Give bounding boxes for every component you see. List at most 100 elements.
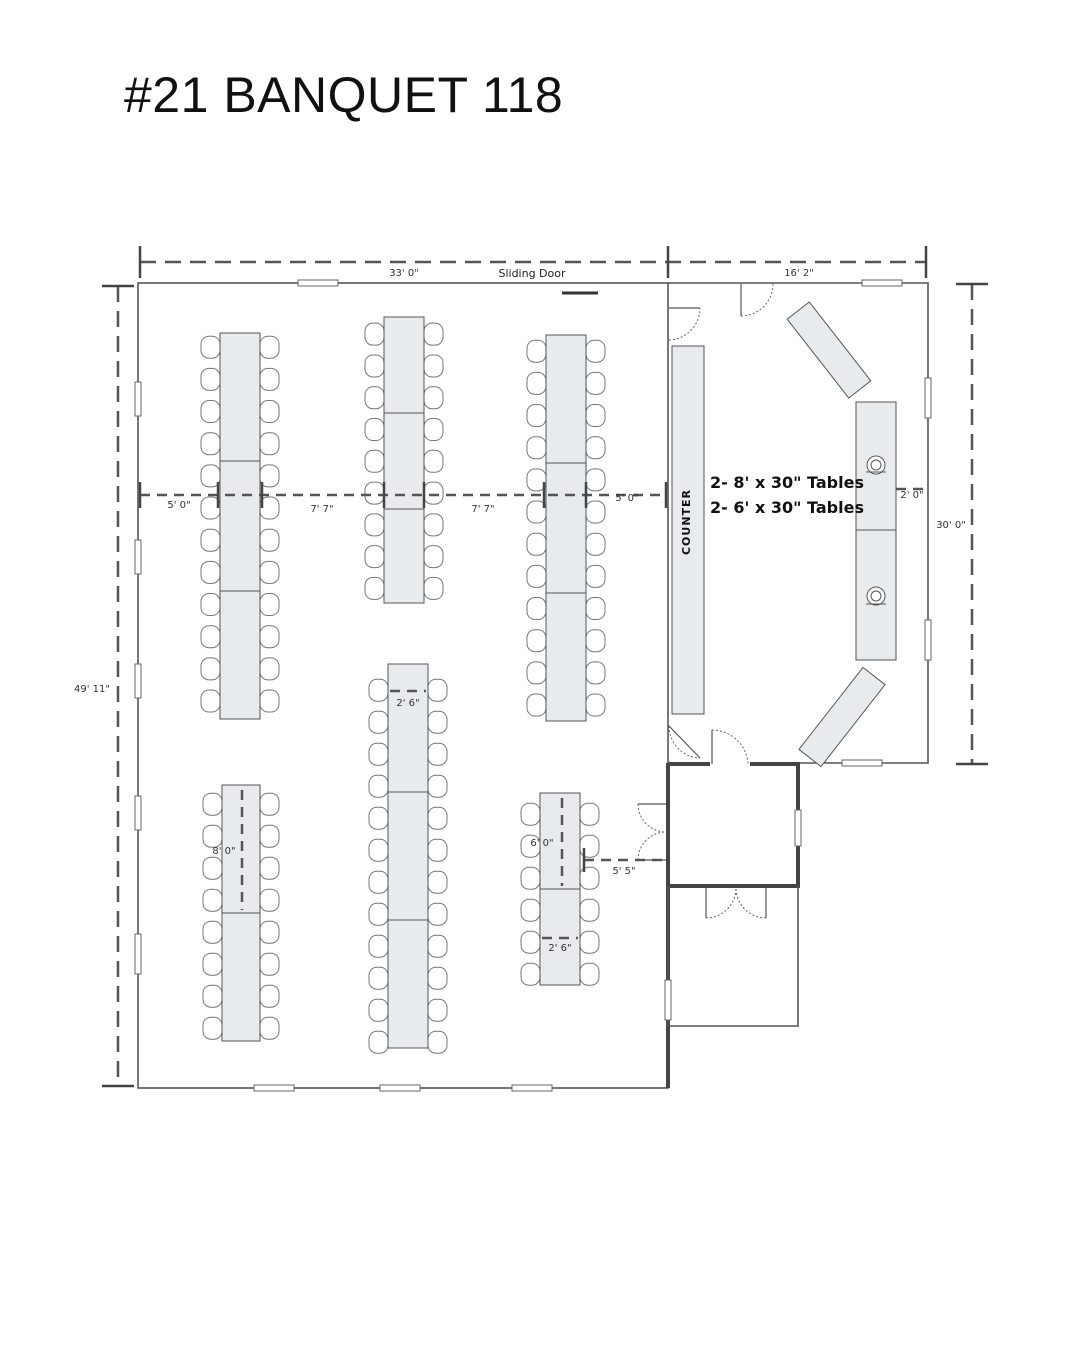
dim-right-small-table-width: 2' 6": [548, 943, 571, 954]
chair-left: [202, 824, 223, 848]
chair-left: [368, 998, 389, 1022]
chair-right: [427, 710, 448, 734]
chair-right: [259, 625, 280, 649]
chair-left: [202, 792, 223, 816]
chair-right: [259, 528, 280, 552]
chair-left: [368, 870, 389, 894]
chair-right: [259, 657, 280, 681]
table: [219, 332, 261, 462]
chair-right: [259, 689, 280, 713]
windows: [134, 279, 932, 1092]
chair-right: [585, 532, 606, 556]
table: [545, 592, 587, 722]
counter: [671, 345, 705, 715]
chair-right: [427, 774, 448, 798]
table-run-6: [520, 792, 600, 986]
chair-right: [423, 322, 444, 346]
chair-right: [259, 335, 280, 359]
chair-left: [200, 689, 221, 713]
table: [219, 590, 261, 720]
chair-left: [364, 576, 385, 600]
chair-right: [579, 802, 600, 826]
chair-right: [585, 436, 606, 460]
dim-right-small-table-length: 6' 0": [530, 838, 553, 849]
chair-left: [368, 838, 389, 862]
chair-right: [585, 629, 606, 653]
dim-right-height: 30' 0": [936, 520, 966, 531]
chair-right: [427, 806, 448, 830]
table: [221, 912, 261, 1042]
place-setting-icon: [866, 455, 886, 606]
chair-right: [427, 998, 448, 1022]
chair-right: [579, 898, 600, 922]
chair-left: [368, 710, 389, 734]
chair-right: [259, 888, 280, 912]
chair-left: [526, 532, 547, 556]
chair-left: [200, 657, 221, 681]
chair-left: [526, 629, 547, 653]
chair-left: [364, 386, 385, 410]
chair-left: [526, 436, 547, 460]
chair-left: [526, 693, 547, 717]
chair-left: [202, 920, 223, 944]
chair-right: [427, 966, 448, 990]
table-run-4: [202, 784, 280, 1042]
chair-left: [200, 625, 221, 649]
chair-right: [259, 432, 280, 456]
chair-left: [200, 432, 221, 456]
dim-left-height: 49' 11": [74, 684, 110, 695]
chair-right: [423, 449, 444, 473]
dimension-lines: [102, 246, 988, 1088]
dim-center-table-width: 2' 6": [396, 698, 419, 709]
tables-line-1: 2- 8' x 30" Tables: [710, 473, 864, 492]
chair-right: [259, 920, 280, 944]
chair-left: [368, 678, 389, 702]
dim-aisle-1: 7' 7": [310, 504, 333, 515]
chair-right: [423, 513, 444, 537]
chair-right: [259, 400, 280, 424]
chair-right: [585, 500, 606, 524]
chair-left: [520, 866, 541, 890]
chair-left: [520, 802, 541, 826]
chair-right: [427, 870, 448, 894]
dim-aisle-left: 5' 0": [167, 500, 190, 511]
chair-left: [526, 339, 547, 363]
aisle-dimension-line: [138, 482, 926, 940]
chair-left: [368, 966, 389, 990]
dim-left-table-length: 8' 0": [212, 846, 235, 857]
chair-left: [368, 934, 389, 958]
chair-left: [200, 560, 221, 584]
page-title: #21 BANQUET 118: [124, 67, 564, 123]
chair-right: [259, 560, 280, 584]
counter-label: COUNTER: [680, 489, 693, 555]
chair-left: [202, 888, 223, 912]
table: [545, 462, 587, 594]
chair-left: [526, 597, 547, 621]
chair-left: [520, 898, 541, 922]
chair-left: [368, 774, 389, 798]
table: [219, 460, 261, 592]
chair-right: [259, 593, 280, 617]
chair-right: [427, 934, 448, 958]
banquet-tables: [200, 316, 606, 1054]
dim-top-right-width: 16' 2": [784, 268, 814, 279]
chair-left: [364, 513, 385, 537]
table-run-3: [526, 334, 606, 722]
chair-right: [259, 856, 280, 880]
chair-right: [423, 418, 444, 442]
table: [387, 791, 429, 921]
doors[interactable]: [637, 283, 774, 919]
chair-right: [423, 481, 444, 505]
chair-right: [259, 984, 280, 1008]
table: [539, 792, 581, 890]
chair-right: [585, 371, 606, 395]
chair-right: [585, 564, 606, 588]
chair-left: [200, 593, 221, 617]
chair-left: [200, 400, 221, 424]
chair-left: [368, 1030, 389, 1054]
table: [383, 508, 425, 604]
table: [545, 334, 587, 464]
chair-right: [585, 597, 606, 621]
chair-left: [526, 371, 547, 395]
